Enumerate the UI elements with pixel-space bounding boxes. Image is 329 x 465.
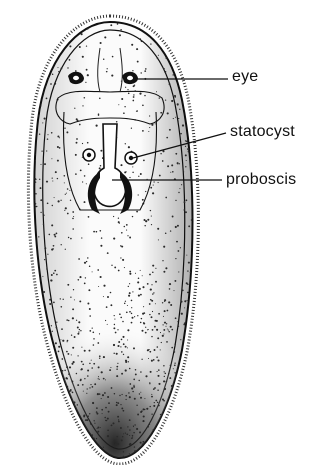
proboscis-label: proboscis (226, 171, 296, 189)
right-eye-pupil (127, 76, 133, 80)
statocyst-label: statocyst (230, 123, 295, 141)
eye-label: eye (232, 68, 258, 86)
left-statocyst-icon (83, 149, 95, 161)
left-eye-pupil (73, 76, 79, 80)
